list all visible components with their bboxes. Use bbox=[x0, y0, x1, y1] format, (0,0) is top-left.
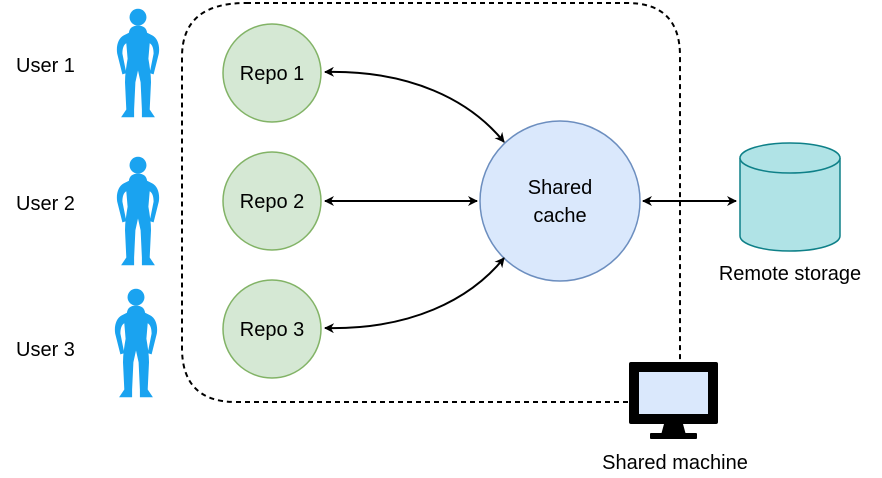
person-icon bbox=[116, 156, 160, 266]
cache-label-line1: Shared bbox=[528, 177, 593, 199]
person-icon bbox=[114, 288, 158, 398]
user-label: User 2 bbox=[16, 193, 75, 215]
user-label: User 1 bbox=[16, 55, 75, 77]
cache-label-line2: cache bbox=[533, 205, 586, 227]
repo-3: Repo 3 bbox=[222, 279, 322, 379]
monitor-icon bbox=[629, 362, 718, 439]
user-1: User 1 bbox=[16, 8, 160, 118]
storage-label: Remote storage bbox=[719, 263, 861, 285]
repo-label: Repo 3 bbox=[240, 319, 305, 341]
machine-label: Shared machine bbox=[602, 452, 748, 474]
repo-label: Repo 2 bbox=[240, 191, 305, 213]
arrow-repo3-cache bbox=[324, 257, 505, 334]
database-icon bbox=[739, 142, 841, 252]
user-3: User 3 bbox=[16, 288, 158, 398]
shared-machine: Shared machine bbox=[602, 362, 748, 474]
remote-storage: Remote storage bbox=[719, 142, 861, 285]
repo-label: Repo 1 bbox=[240, 63, 305, 85]
user-label: User 3 bbox=[16, 339, 75, 361]
repo-2: Repo 2 bbox=[222, 151, 322, 251]
repo-1: Repo 1 bbox=[222, 23, 322, 123]
shared-cache: Shared cache bbox=[479, 120, 641, 282]
user-2: User 2 bbox=[16, 156, 160, 266]
person-icon bbox=[116, 8, 160, 118]
shared-machine-boundary bbox=[181, 2, 681, 403]
arrow-repo1-cache bbox=[324, 66, 505, 143]
